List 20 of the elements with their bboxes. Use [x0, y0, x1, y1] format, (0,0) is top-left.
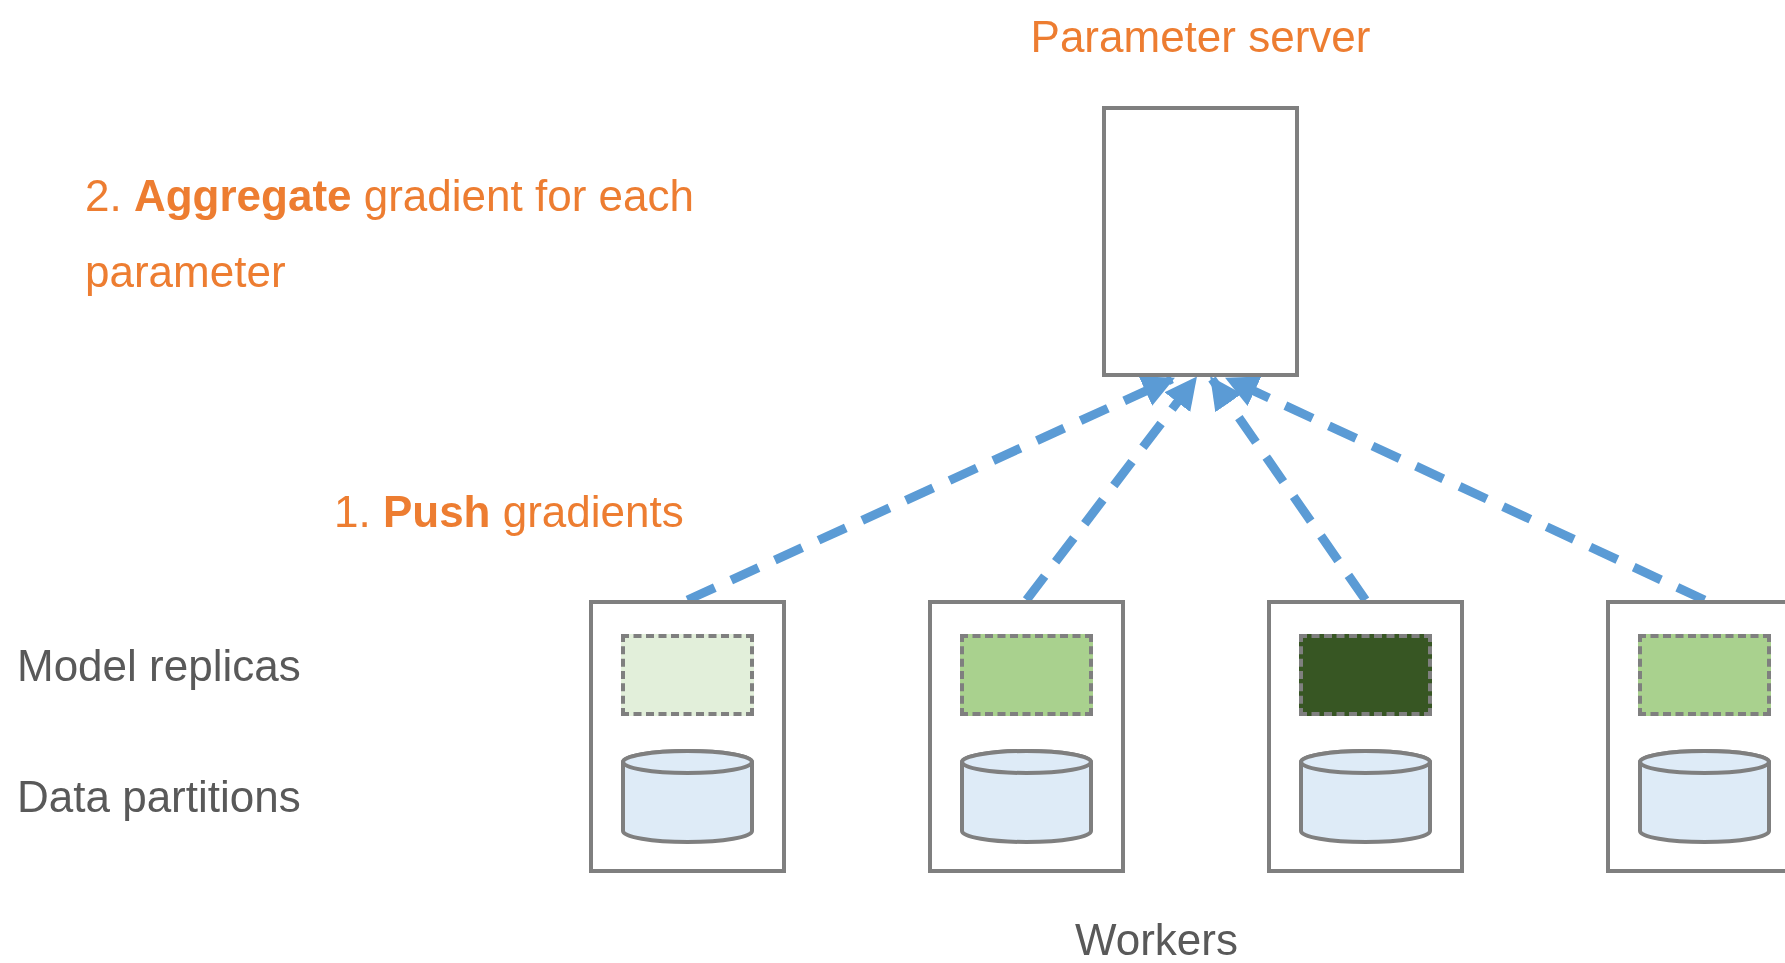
database-cylinder — [960, 749, 1093, 844]
database-cylinder — [1638, 749, 1771, 844]
group-label: Workers — [1075, 914, 1238, 963]
worker-box — [1606, 600, 1785, 873]
node-title: Parameter server — [1030, 12, 1371, 62]
worker-box — [1267, 600, 1464, 873]
row-label: Data partitions — [17, 771, 301, 823]
dashed-arrow — [1208, 376, 1370, 603]
database-cylinder — [621, 749, 754, 844]
model-replica-box — [960, 634, 1093, 716]
worker-box — [589, 600, 786, 873]
dashed-arrow — [1022, 376, 1199, 603]
model-replica-box — [1299, 634, 1432, 716]
model-replica-box — [1638, 634, 1771, 716]
step-note: 1. Push gradients — [334, 486, 684, 538]
row-label: Model replicas — [17, 640, 301, 692]
worker-box — [928, 600, 1125, 873]
database-cylinder — [1299, 749, 1432, 844]
model-replica-box — [621, 634, 754, 716]
step-note: 2. Aggregate gradient for each parameter — [85, 170, 695, 298]
